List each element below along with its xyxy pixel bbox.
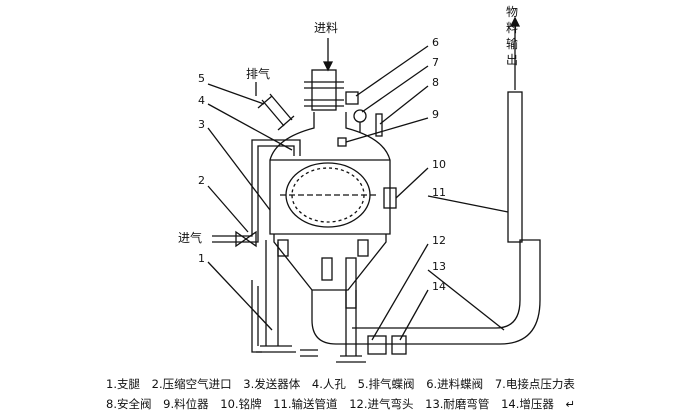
vessel-body — [269, 112, 391, 235]
callout-4: 4 — [198, 94, 205, 107]
level-sensor — [337, 137, 347, 147]
legend-item: 8.安全阀 — [106, 397, 152, 411]
callout-7: 7 — [432, 56, 439, 69]
legend-item: 7.电接点压力表 — [494, 377, 575, 391]
label-output-0: 物 — [506, 5, 518, 19]
legend-item: 13.耐磨弯管 — [425, 397, 490, 411]
callout-6: 6 — [432, 36, 439, 49]
callout-5: 5 — [198, 72, 205, 85]
label-exhaust: 排气 — [246, 66, 270, 81]
legend-item: 14.增压器 — [501, 397, 554, 411]
legend-item: 5.排气蝶阀 — [357, 377, 415, 391]
label-output-3: 出 — [506, 53, 518, 67]
label-air-in: 进气 — [178, 230, 202, 245]
callout-8: 8 — [432, 76, 439, 89]
callout-9: 9 — [432, 108, 439, 121]
legend-item: 12.进气弯头 — [349, 397, 414, 411]
legend-row-2: 8.安全阀 9.料位器 10.铭牌 11.输送管道 12.进气弯头 13.耐磨弯… — [106, 396, 696, 412]
label-output-1: 料 — [506, 21, 518, 35]
callout-10: 10 — [432, 158, 446, 171]
booster — [391, 335, 407, 355]
legend-item: 2.压缩空气进口 — [151, 377, 232, 391]
callout-1: 1 — [198, 252, 205, 265]
feed-valve — [345, 91, 359, 105]
legend-item: 1.支腿 — [106, 377, 140, 391]
support-legs — [256, 240, 296, 353]
feed-inlet-pipe — [311, 69, 337, 111]
vessel-cone — [273, 234, 387, 291]
legend-item: 6.进料蝶阀 — [426, 377, 484, 391]
label-feed-in: 进料 — [314, 21, 338, 35]
paragraph-mark: ↵ — [565, 397, 576, 411]
legend-item: 3.发送器体 — [243, 377, 301, 391]
exhaust-valve — [257, 93, 295, 131]
callout-13: 13 — [432, 260, 446, 273]
inlet-elbow — [367, 335, 387, 355]
safety-valve — [375, 113, 383, 137]
callout-2: 2 — [198, 174, 205, 187]
legend-row-1: 1.支腿 2.压缩空气进口 3.发送器体 4.人孔 5.排气蝶阀 6.进料蝶阀 … — [106, 376, 696, 392]
pressure-gauge-icon — [353, 109, 367, 123]
legend-item: 11.输送管道 — [273, 397, 338, 411]
legend-item: 10.铭牌 — [220, 397, 262, 411]
outlet-pipe — [311, 239, 541, 345]
air-inlet-valve-icon — [235, 230, 248, 248]
callout-11: 11 — [432, 186, 446, 199]
legend-item: 4.人孔 — [311, 377, 346, 391]
conveying-pipe — [507, 91, 523, 243]
callout-12: 12 — [432, 234, 446, 247]
label-output-2: 输 — [506, 36, 518, 51]
callout-14: 14 — [432, 280, 446, 293]
callout-3: 3 — [198, 118, 205, 131]
legend-item: 9.料位器 — [163, 397, 209, 411]
